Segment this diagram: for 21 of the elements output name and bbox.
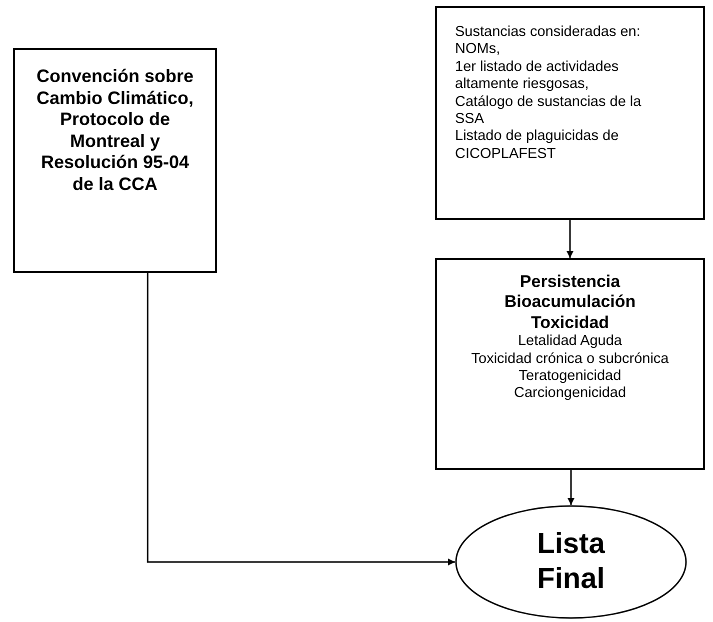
node-text: Catálogo de sustancias de la SSA [455, 94, 642, 128]
process-box [435, 258, 705, 470]
arrow [566, 220, 574, 258]
node-text: Listado de plaguicidas de CICOPLAFEST [455, 128, 620, 164]
node-text: 1er listado de actividades altamente riesgosas, [455, 58, 620, 94]
node-text: NOMs, [455, 41, 502, 59]
node-label: Lista Final [536, 527, 606, 597]
arrow [568, 470, 574, 505]
arrow [146, 273, 455, 566]
node-text: Teratogenicidad [518, 368, 622, 386]
node-text: Toxicidad [530, 312, 610, 334]
node-text: Persistencia [518, 272, 622, 292]
node-text: Carciongenicidad [512, 385, 628, 403]
process-box [13, 48, 217, 273]
node-text: Toxicidad crónica o subcrónica [470, 350, 670, 368]
node-text: Sustancias consideradas en: [455, 24, 642, 42]
node-text: Bioacumulación [503, 292, 637, 313]
terminal-ellipse [455, 505, 687, 619]
node-text: Convención sobre Cambio Climático, Protocolo de Montreal y Resolución 95-04 de la CCA [35, 66, 195, 196]
node-text: Letalidad Aguda [516, 333, 623, 351]
process-box [435, 6, 705, 220]
